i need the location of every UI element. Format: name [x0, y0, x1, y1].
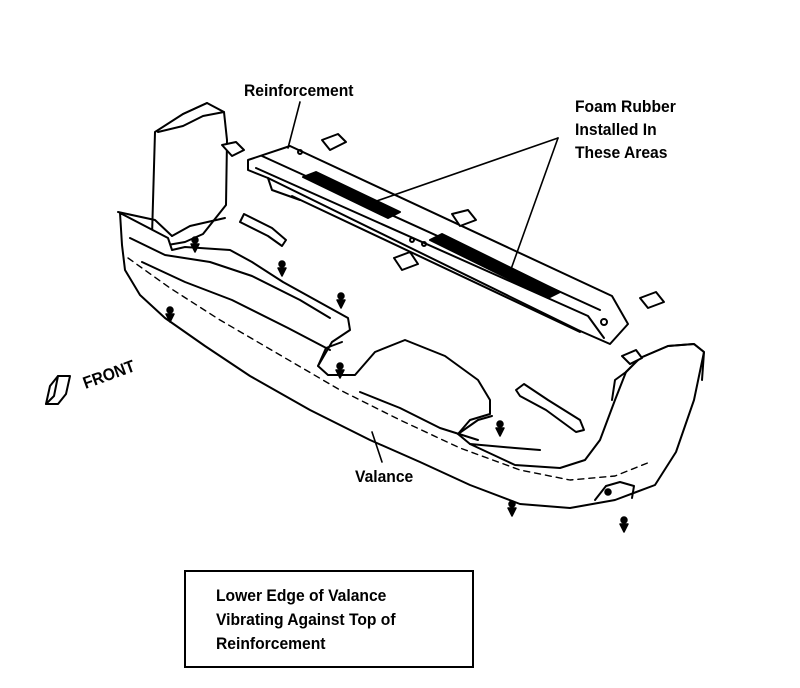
leader-reinforcement [287, 101, 301, 149]
front-arrow-icon [45, 375, 71, 405]
leader-foam-right [509, 137, 559, 273]
leader-foam-left [367, 137, 559, 205]
bracket-right [515, 383, 585, 433]
valance-part [117, 102, 705, 509]
valance-label: Valance [355, 467, 414, 486]
leader-valance [371, 431, 383, 463]
reinforcement-label: Reinforcement [244, 81, 354, 100]
leader-lines [287, 101, 559, 463]
foam-rubber-label-line3: These Areas [575, 143, 668, 162]
foam-strip-right [429, 233, 561, 299]
caption-line1: Lower Edge of Valance [216, 586, 387, 605]
caption-line3: Reinforcement [216, 634, 326, 653]
bracket-left [239, 213, 287, 247]
caption-line2: Vibrating Against Top of [216, 610, 396, 629]
foam-rubber-label-line1: Foam Rubber [575, 97, 676, 116]
reinforcement-part [221, 133, 665, 365]
foam-rubber-label-line2: Installed In [575, 120, 657, 139]
fastener-pins [165, 236, 629, 533]
caption-box: Lower Edge of Valance Vibrating Against … [184, 570, 474, 668]
foam-strip-left [302, 171, 401, 219]
